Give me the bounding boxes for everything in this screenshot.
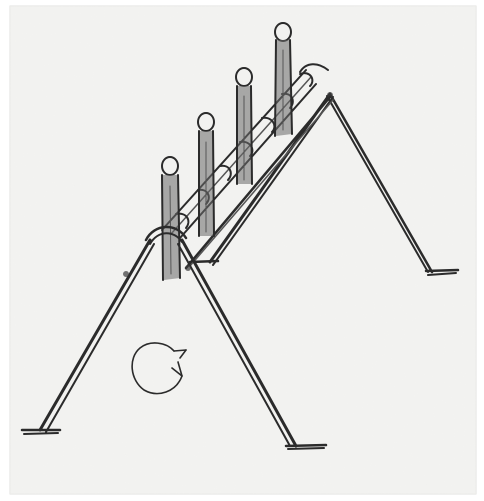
figure-4 xyxy=(162,157,180,280)
figure-3 xyxy=(198,113,214,236)
